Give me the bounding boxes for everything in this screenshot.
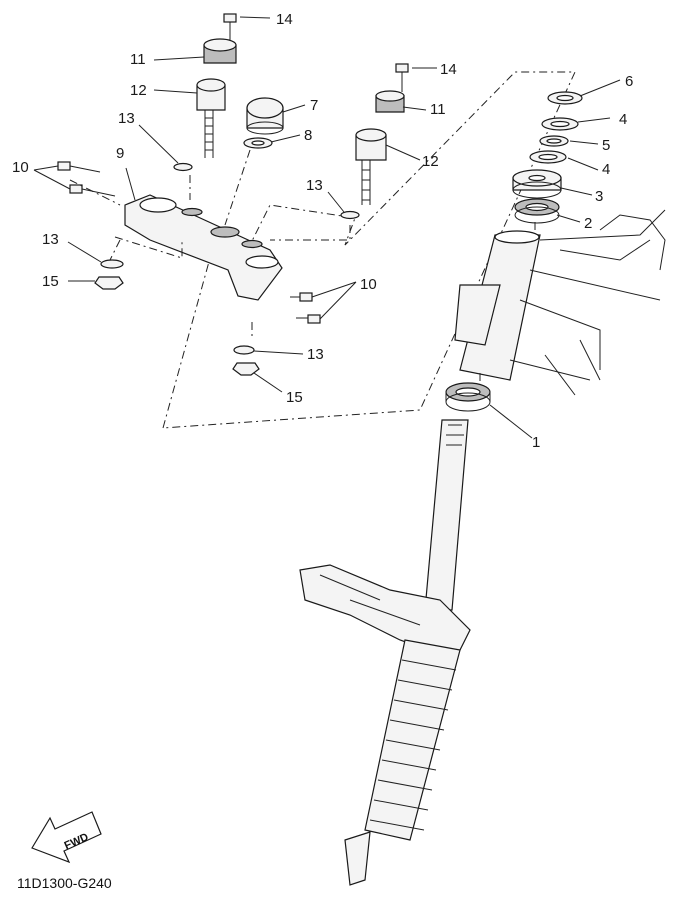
handlebar-holder-right: [355, 63, 409, 205]
pinch-bolts-left: [57, 161, 116, 197]
fwd-arrow: FWD: [31, 811, 102, 864]
guide-lines: [69, 149, 536, 385]
lower-bearing: [445, 382, 491, 412]
bearing-cover: [512, 169, 562, 199]
callout-13d: 13: [307, 346, 324, 363]
callout-14b: 14: [440, 61, 457, 78]
diagram-code: 11D1300-G240: [17, 875, 112, 891]
lock-washer: [539, 135, 569, 147]
callout-14a: 14: [276, 11, 293, 28]
washer-13b: [340, 210, 360, 220]
steering-stem: [299, 419, 471, 661]
nut-15b: [232, 362, 260, 376]
stem-cap: [246, 97, 284, 135]
pinch-bolts-right: [290, 292, 321, 324]
callout-11b: 11: [430, 101, 446, 118]
callout-15a: 15: [42, 273, 59, 290]
callout-10b: 10: [360, 276, 377, 293]
callout-13b: 13: [306, 177, 323, 194]
callout-4b: 4: [602, 161, 610, 178]
washer-13c: [100, 259, 124, 269]
ring-nut-upper: [541, 117, 579, 131]
callout-15b: 15: [286, 389, 303, 406]
callout-5: 5: [602, 137, 610, 154]
callout-4a: 4: [619, 111, 627, 128]
frame-head-pipe: [454, 209, 666, 396]
callout-1: 1: [532, 434, 540, 451]
callout-11a: 11: [130, 51, 146, 68]
callout-3: 3: [595, 188, 603, 205]
callout-12a: 12: [130, 82, 147, 99]
handlebar-holder-left: [196, 13, 237, 158]
callout-13c: 13: [42, 231, 59, 248]
nut-15a: [94, 276, 124, 290]
callout-2: 2: [584, 215, 592, 232]
callout-labels: 1 2 3 4 4 5 6 7 8 9 10 10 11 11 12 12 13…: [12, 11, 633, 451]
callout-12b: 12: [422, 153, 439, 170]
upper-bracket: [124, 194, 283, 301]
callout-8: 8: [304, 127, 312, 144]
washer-13d: [233, 345, 255, 355]
flat-washer: [243, 137, 273, 149]
ring-nut-lower: [529, 150, 567, 164]
fork-boot: [344, 639, 461, 886]
upper-bearing: [514, 198, 560, 224]
claw-washer: [547, 91, 583, 105]
callout-6: 6: [625, 73, 633, 90]
callout-10a: 10: [12, 159, 29, 176]
callout-7: 7: [310, 97, 318, 114]
leader-lines: [33, 16, 621, 439]
callout-9: 9: [116, 145, 124, 162]
washer-13a: [173, 162, 193, 172]
callout-13a: 13: [118, 110, 135, 127]
